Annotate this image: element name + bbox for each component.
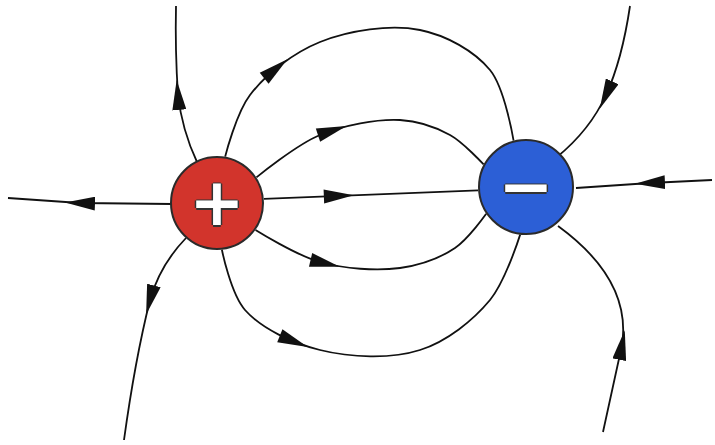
field-line-path — [256, 120, 483, 178]
field-line-path — [222, 235, 520, 357]
field-line-path — [225, 28, 513, 157]
field-line — [558, 226, 623, 432]
field-line — [124, 238, 186, 440]
field-line — [225, 28, 513, 157]
arrowhead — [260, 54, 292, 84]
arrowhead — [316, 119, 349, 142]
field-line — [264, 188, 478, 203]
charge-sign: − — [498, 154, 553, 220]
arrowhead — [324, 188, 355, 203]
charge-sign: + — [189, 170, 244, 236]
field-line-path — [256, 214, 487, 270]
field-line — [256, 119, 483, 177]
field-line — [557, 6, 630, 157]
field-line — [256, 214, 487, 274]
arrowhead — [277, 329, 310, 353]
field-line — [176, 6, 197, 162]
arrowhead — [309, 253, 341, 274]
positive-charge: + — [170, 156, 264, 250]
field-line — [576, 180, 712, 188]
field-line — [222, 235, 520, 357]
field-line-path — [264, 190, 478, 199]
negative-charge: − — [478, 139, 574, 235]
field-line — [8, 198, 172, 204]
